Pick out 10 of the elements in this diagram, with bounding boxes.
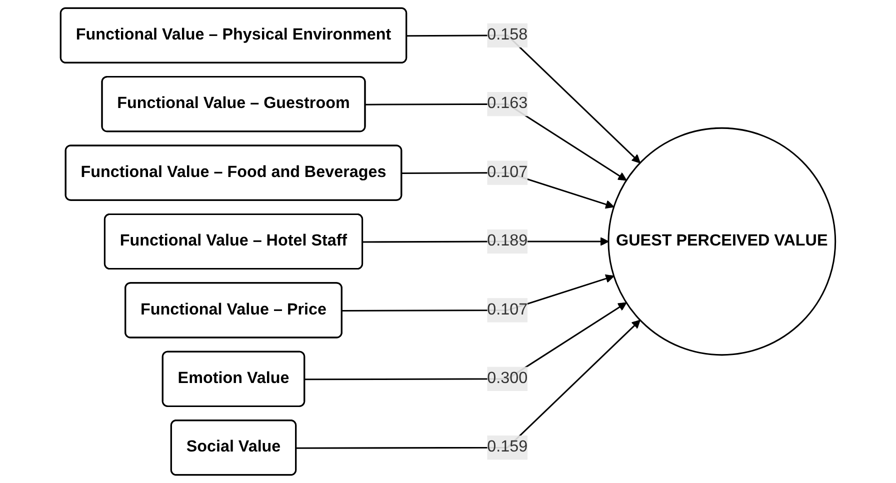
arrow [296, 320, 641, 449]
node-circle: GUEST PERCEIVED VALUE [608, 127, 836, 356]
edge-label: 0.158 [487, 26, 528, 44]
edge-label: 0.159 [487, 438, 528, 456]
edge-label: 0.107 [487, 301, 528, 318]
edge-label: 0.189 [487, 232, 528, 250]
arrow [406, 34, 641, 164]
edge-label: 0.300 [487, 370, 528, 388]
edge-label: 0.107 [487, 164, 528, 181]
edge-label: 0.163 [487, 94, 528, 112]
